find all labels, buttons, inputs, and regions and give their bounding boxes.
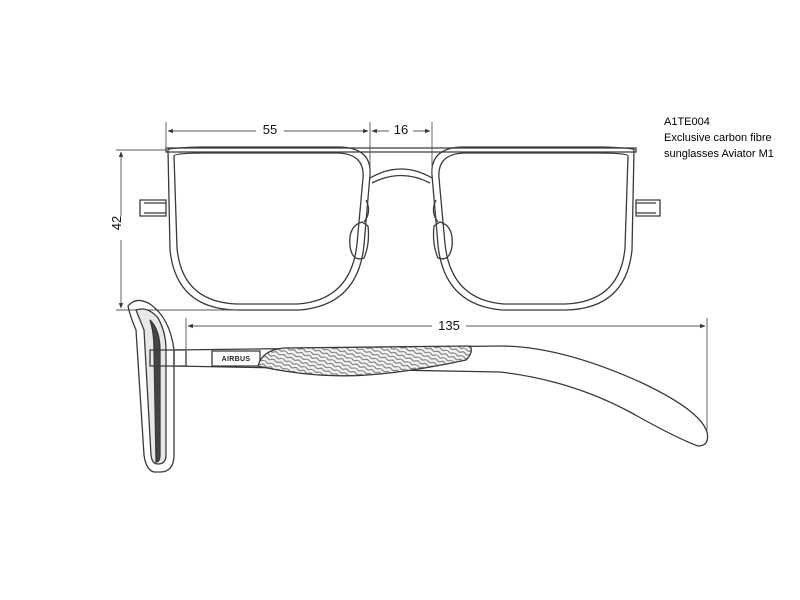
- left-lens-outer: [167, 146, 371, 311]
- product-code: A1TE004: [664, 116, 710, 128]
- lens-profile-inner: [135, 308, 167, 465]
- bridge-inner: [371, 174, 431, 184]
- bridge: [369, 168, 433, 179]
- right-nose-pad: [432, 221, 453, 260]
- side-view: [127, 299, 709, 473]
- lens-profile-dark: [149, 319, 161, 463]
- product-name-line2: sunglasses Aviator M1: [664, 148, 774, 160]
- dim-lens-height: 42: [109, 216, 124, 230]
- carbon-insert: [257, 345, 472, 377]
- left-pad-arm: [363, 199, 370, 223]
- right-hinge-inner: [636, 202, 656, 214]
- side-dimension: [185, 318, 708, 430]
- hinge-block: [149, 349, 187, 367]
- temple-logo: AIRBUS: [222, 356, 251, 363]
- right-hinge: [635, 199, 661, 217]
- left-hinge: [139, 199, 167, 217]
- left-hinge-inner: [144, 202, 166, 214]
- right-lens-outer: [431, 146, 635, 311]
- product-info: A1TE004 Exclusive carbon fibre sunglasse…: [664, 114, 774, 162]
- top-bar: [165, 147, 637, 153]
- left-nose-pad: [349, 221, 370, 260]
- right-lens-inner: [438, 152, 629, 305]
- left-lens-inner: [173, 152, 364, 305]
- front-view: [139, 146, 661, 311]
- dim-temple-length: 135: [438, 318, 460, 333]
- product-name-line1: Exclusive carbon fibre: [664, 132, 772, 144]
- dim-bridge-width: 16: [394, 122, 408, 137]
- temple-arm: [173, 345, 709, 447]
- right-pad-arm: [432, 199, 439, 223]
- lens-profile-outer: [127, 299, 175, 473]
- dim-lens-width: 55: [263, 122, 277, 137]
